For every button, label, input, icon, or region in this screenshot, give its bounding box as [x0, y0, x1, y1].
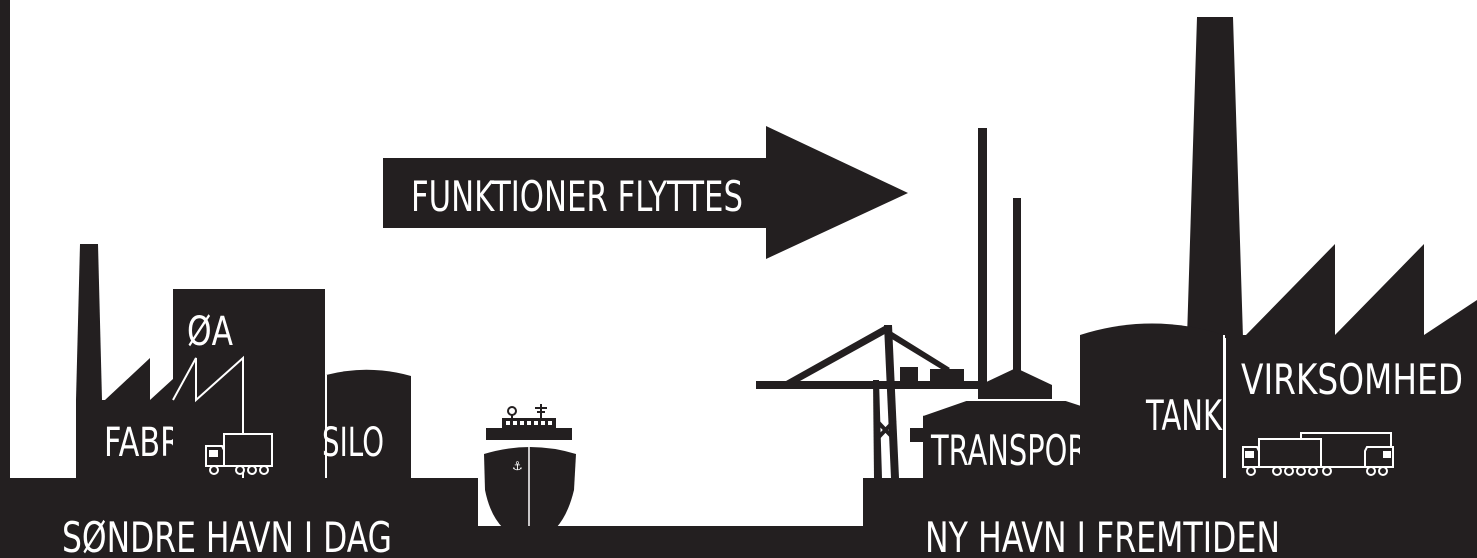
arrow-shape	[383, 126, 908, 259]
truck-icon	[205, 433, 273, 475]
ship-icon: ⚓	[484, 404, 576, 528]
transport-building: TRANSPORT	[922, 368, 1113, 478]
left-frame-edge	[0, 0, 10, 558]
business-building: VIRKSOMHED	[1226, 244, 1477, 478]
tank-label: TANK	[1145, 391, 1223, 440]
right-harbor-caption: NY HAVN I FREMTIDEN	[925, 513, 1280, 558]
channel-bottom	[478, 526, 864, 558]
thin-chimney-1	[978, 128, 987, 428]
right-harbor: TRANSPORT TANK VIRKSOMHED	[756, 17, 1477, 558]
tall-chimney	[1187, 17, 1243, 338]
transport-body	[923, 400, 1112, 478]
left-harbor: FABRIK ØA SILO SØNDRE HAVN I DAG	[0, 244, 478, 558]
factory-chimney	[76, 244, 102, 400]
relocation-arrow: FUNKTIONER FLYTTES	[383, 126, 908, 259]
oa-label: ØA	[187, 309, 233, 355]
business-label: VIRKSOMHED	[1241, 355, 1463, 404]
container-crane-icon	[756, 325, 981, 478]
right-quay	[863, 478, 1477, 558]
anchor-icon: ⚓	[512, 459, 523, 473]
ship-hull	[484, 447, 576, 528]
tank-building: TANK	[1080, 323, 1225, 478]
transport-roof-top	[980, 368, 1052, 400]
thin-chimney-2	[1013, 198, 1021, 428]
left-harbor-caption: SØNDRE HAVN I DAG	[62, 513, 392, 558]
business-sawtooth-roof	[1226, 244, 1477, 478]
left-quay	[0, 478, 478, 558]
transport-label: TRANSPORT	[930, 426, 1103, 475]
silo-building: SILO	[322, 369, 411, 478]
silo-label: SILO	[322, 420, 384, 466]
arrow-label: FUNKTIONER FLYTTES	[411, 172, 743, 221]
silo-body	[326, 369, 411, 478]
tank-body	[1080, 323, 1224, 478]
trailer-truck-icon	[1242, 432, 1394, 476]
oa-sawtooth-outline	[172, 355, 244, 478]
